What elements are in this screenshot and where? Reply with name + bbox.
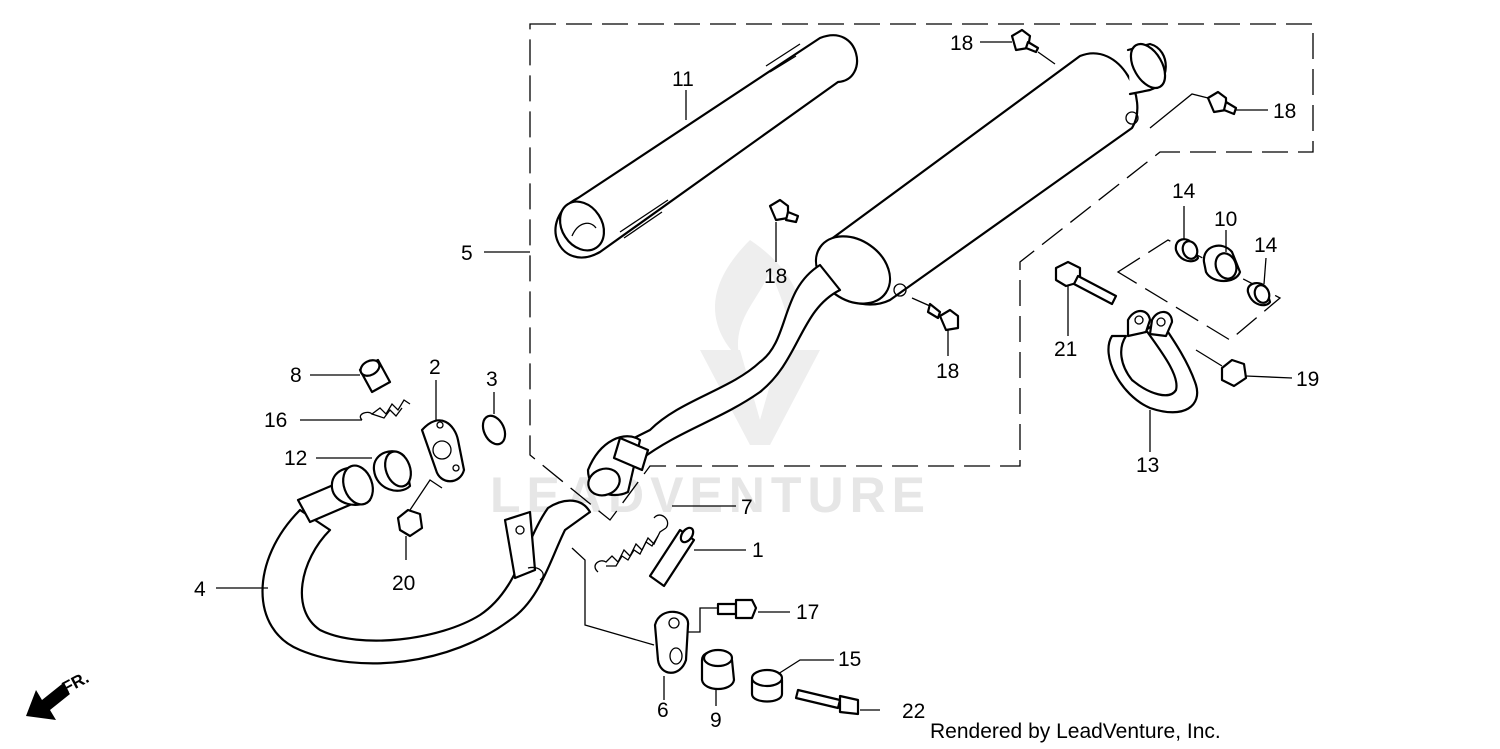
callout-8: 8 bbox=[290, 364, 302, 387]
small-spring bbox=[359, 399, 411, 421]
flange-nut bbox=[396, 508, 424, 538]
collar bbox=[358, 358, 392, 394]
render-credit: Rendered by LeadVenture, Inc. bbox=[930, 720, 1221, 743]
callout-10: 10 bbox=[1214, 208, 1237, 231]
callout-7: 7 bbox=[741, 496, 753, 519]
callout-13: 13 bbox=[1136, 454, 1159, 477]
muffler-bolts bbox=[768, 28, 1238, 332]
callout-18-lower: 18 bbox=[936, 360, 959, 383]
callout-17: 17 bbox=[796, 601, 819, 624]
callout-18-top: 18 bbox=[950, 32, 973, 55]
callout-22: 22 bbox=[902, 700, 925, 723]
callout-9: 9 bbox=[710, 709, 722, 732]
tail-pipe bbox=[586, 263, 842, 497]
pipe-collar bbox=[648, 526, 696, 588]
callout-6: 6 bbox=[657, 699, 669, 722]
watermark-v-logo bbox=[700, 350, 820, 445]
muffler bbox=[814, 42, 1167, 306]
muffler-assembly-outline bbox=[529, 23, 1314, 521]
callout-18-mid: 18 bbox=[764, 265, 787, 288]
callout-16: 16 bbox=[264, 409, 287, 432]
arrow-down-left-icon bbox=[26, 684, 70, 720]
front-direction-indicator: FR. bbox=[26, 668, 92, 720]
band-nut bbox=[1220, 358, 1248, 388]
callout-11: 11 bbox=[672, 68, 694, 91]
stay-bracket bbox=[653, 610, 690, 674]
leader-lines bbox=[216, 41, 1293, 711]
bolt-17 bbox=[716, 598, 758, 620]
callout-12: 12 bbox=[284, 447, 307, 470]
band-hardware-outline bbox=[1116, 239, 1282, 341]
watermark-flame-logo bbox=[715, 240, 803, 370]
callout-2: 2 bbox=[429, 356, 441, 379]
washer bbox=[481, 414, 507, 446]
callout-18-right: 18 bbox=[1273, 100, 1296, 123]
callout-5: 5 bbox=[461, 242, 473, 265]
callout-14-left: 14 bbox=[1172, 180, 1196, 203]
callout-20: 20 bbox=[392, 572, 415, 595]
callout-1: 1 bbox=[752, 539, 764, 562]
joint-gaskets bbox=[330, 450, 412, 506]
collar-15 bbox=[750, 668, 784, 703]
band-collars bbox=[1174, 238, 1272, 307]
muffler-guard bbox=[554, 34, 859, 259]
callout-4: 4 bbox=[194, 578, 206, 601]
assembly-outline bbox=[529, 23, 1314, 521]
muffler-band bbox=[1107, 309, 1199, 414]
callout-21: 21 bbox=[1054, 338, 1077, 361]
callout-14-right: 14 bbox=[1254, 234, 1278, 257]
exhaust-flange bbox=[420, 419, 466, 483]
callout-3: 3 bbox=[486, 368, 498, 391]
band-bolt bbox=[1054, 260, 1118, 306]
rubber-grommet-9 bbox=[700, 648, 736, 691]
bolt-22 bbox=[794, 688, 860, 716]
exhaust-spring bbox=[594, 514, 669, 573]
callout-15: 15 bbox=[838, 648, 861, 671]
callouts: 1 2 3 4 5 6 7 8 9 10 11 12 13 14 14 15 1… bbox=[194, 32, 1319, 732]
callout-19: 19 bbox=[1296, 368, 1319, 391]
